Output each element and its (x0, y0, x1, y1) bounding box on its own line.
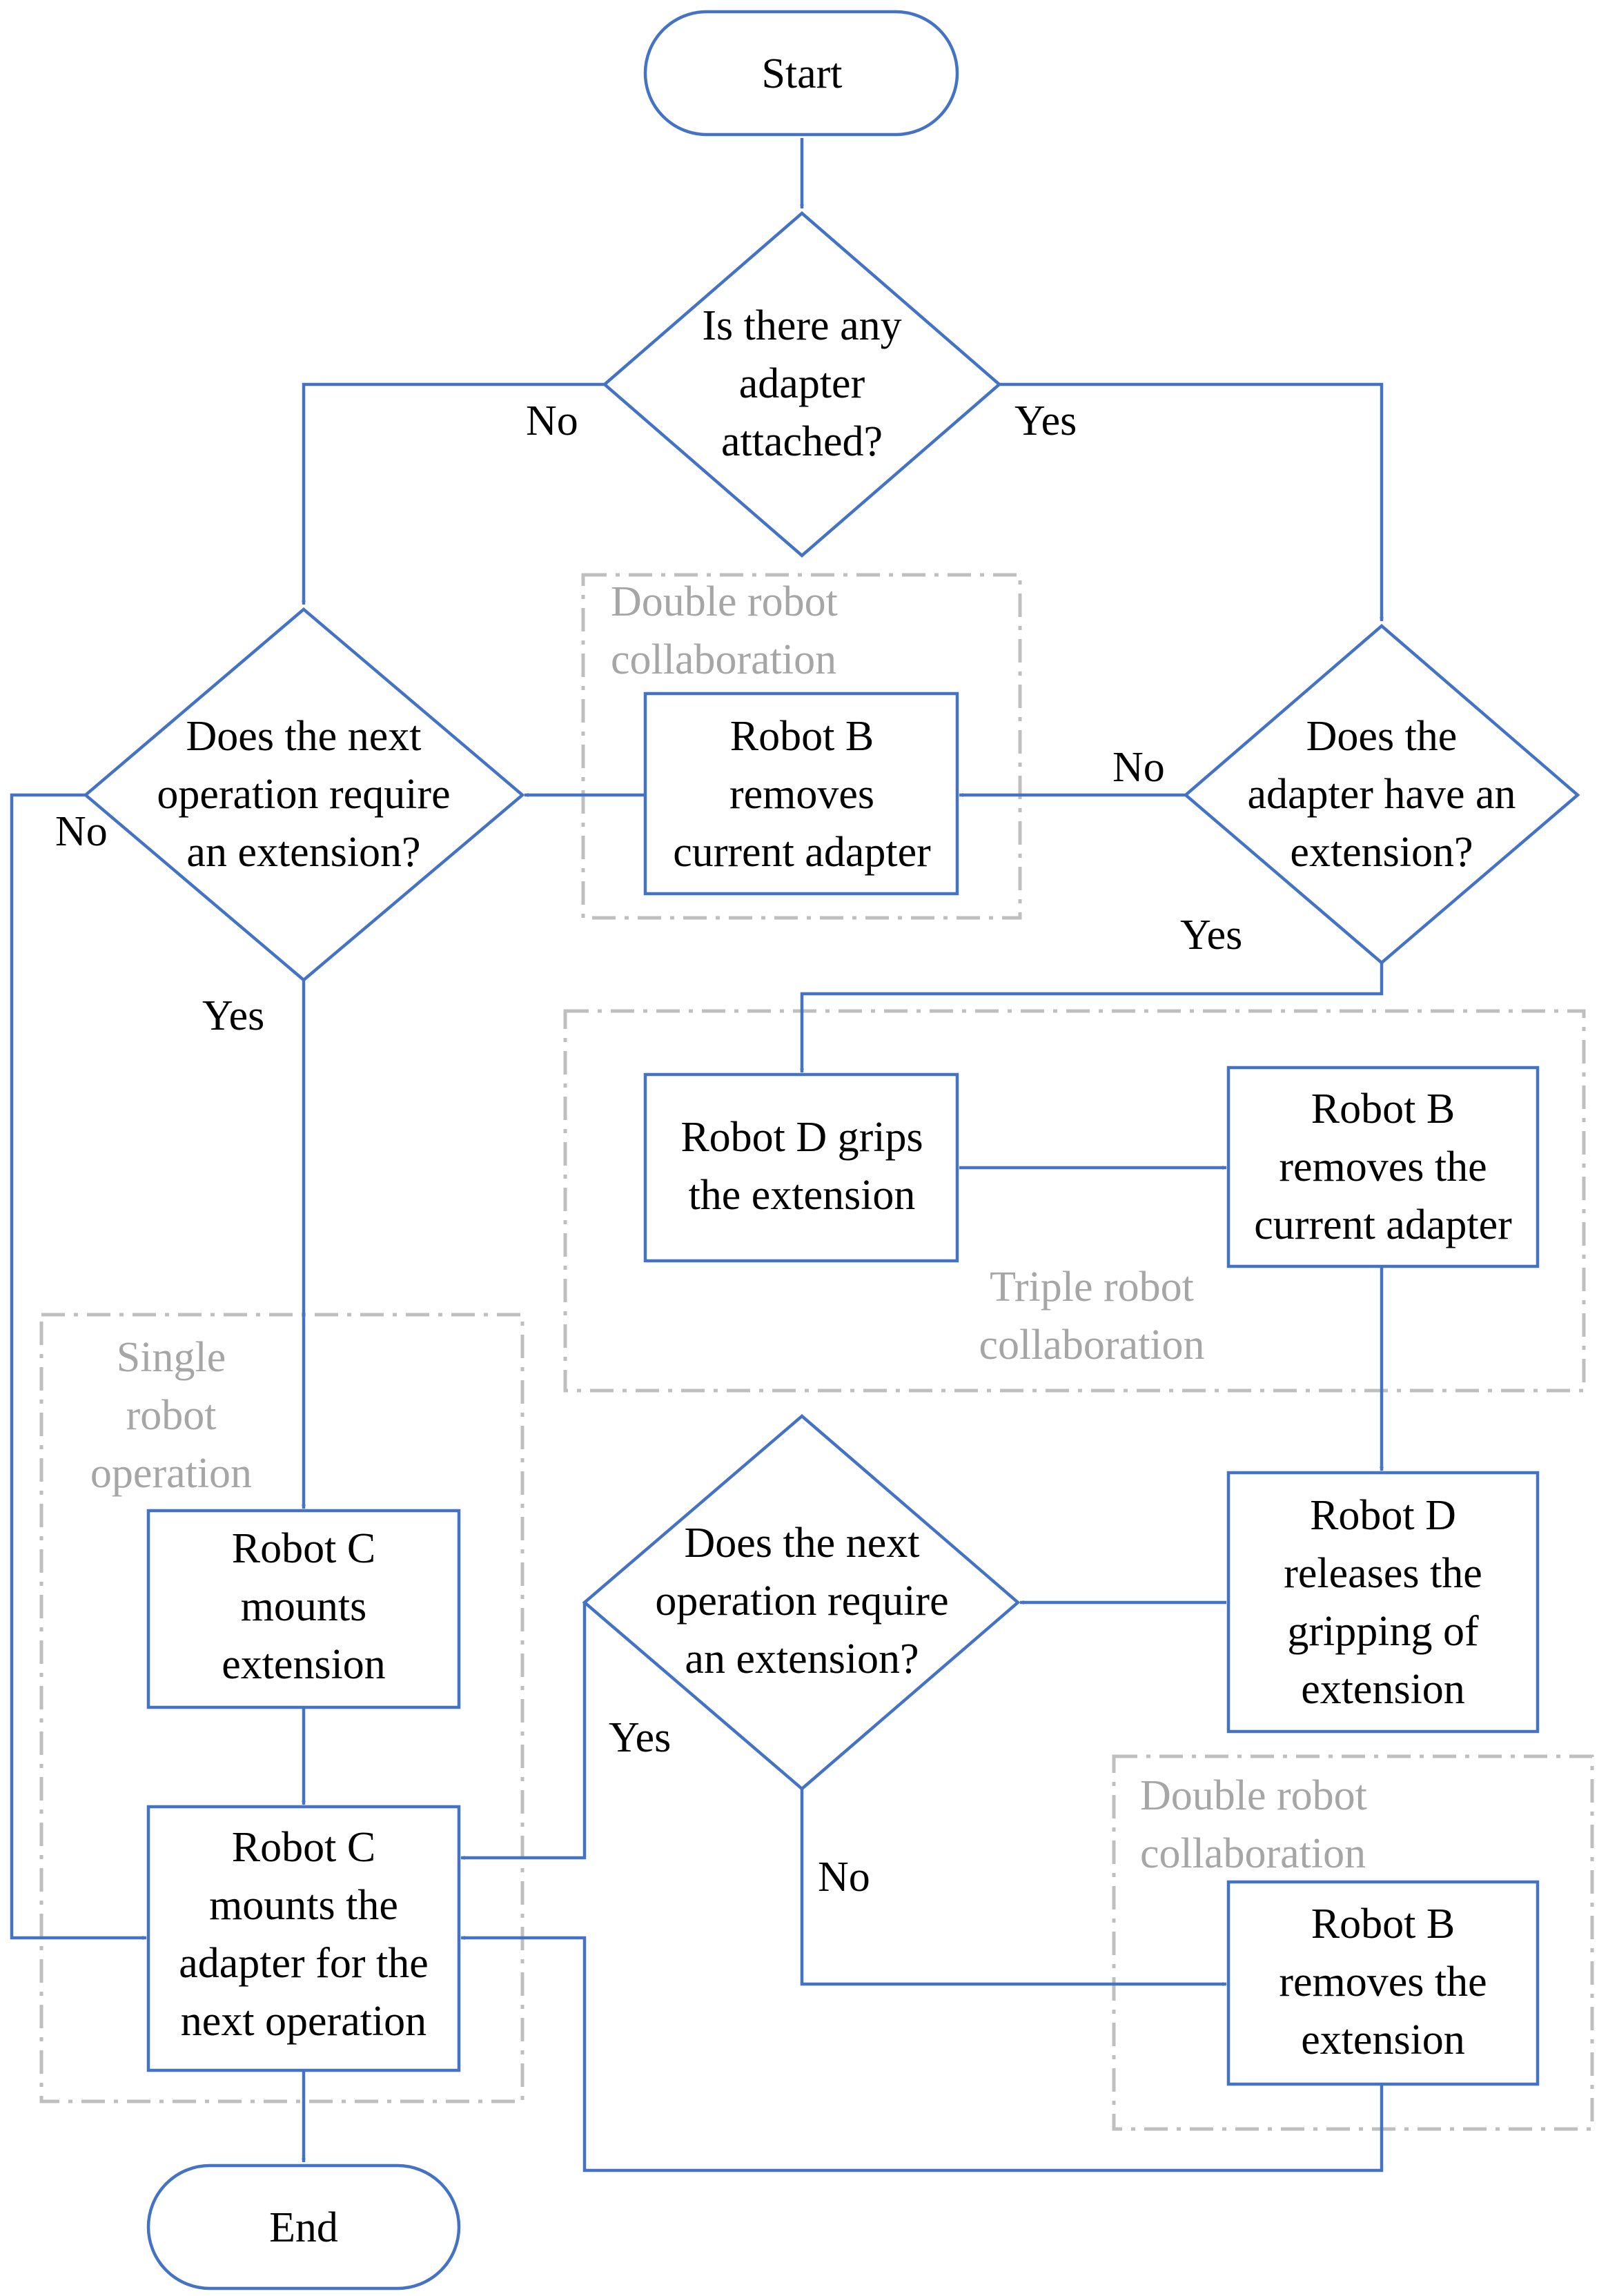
process-robot-c-mounts-adapter: Robot C mounts the adapter for the next … (146, 1805, 461, 2072)
node-label-line: releases the (1284, 1550, 1482, 1597)
node-label-line: extension (1301, 2017, 1465, 2063)
node-label-line: removes (729, 771, 874, 818)
node-label-line: mounts (241, 1583, 367, 1630)
node-label-line: an extension? (186, 829, 420, 876)
edge-label-yes: Yes (609, 1714, 671, 1761)
group-label-line: collaboration (1140, 1830, 1366, 1877)
edge-label-yes: Yes (1180, 912, 1242, 959)
edge-label-no: No (1112, 744, 1165, 791)
group-label-line: Single (117, 1334, 226, 1381)
group-label-line: Triple robot (990, 1264, 1194, 1311)
edge-robot-b-extension-to-robot-c-adapter (460, 1936, 1384, 2172)
group-label-line: robot (126, 1392, 217, 1439)
node-label-line: Robot B (730, 713, 874, 760)
edge-label-no: No (818, 1854, 870, 1901)
node-label-line: operation require (157, 771, 450, 818)
node-label-line: adapter have an (1248, 771, 1516, 818)
edge-right-decision-yes-to-robot-d-grip (800, 963, 1384, 1073)
node-label-line: next operation (181, 1998, 426, 2045)
node-label-line: gripping of (1287, 1608, 1479, 1655)
process-robot-b-removes-extension: Robot B removes the extension (1226, 1880, 1540, 2086)
edge-bottom-decision-yes-to-robot-c-adapter (460, 1602, 587, 1860)
edge-q1-no-to-left-decision (302, 382, 605, 605)
group-label-line: operation (90, 1450, 252, 1497)
process-robot-d-grips-extension: Robot D grips the extension (643, 1072, 959, 1263)
group-label-double-robot-bottom: Double robot collaboration (1140, 1772, 1367, 1877)
node-label-line: extension (222, 1641, 386, 1688)
group-label-line: collaboration (979, 1322, 1204, 1368)
group-label-double-robot-top: Double robot collaboration (611, 578, 838, 683)
node-label-line: Does the (1306, 713, 1458, 760)
end-terminal: End (146, 2163, 461, 2290)
group-label-single-robot: Single robot operation (90, 1334, 252, 1497)
process-robot-b-removes-the-current-adapter: Robot B removes the current adapter (1226, 1066, 1540, 1268)
node-label-line: Robot C (232, 1824, 375, 1871)
node-label-line: extension? (1290, 829, 1473, 876)
start-terminal: Start (643, 10, 959, 137)
group-box-double-robot-bottom (1112, 1754, 1594, 2131)
node-label-line: Start (761, 50, 842, 97)
node-label-line: Robot D (1310, 1492, 1456, 1539)
node-label-line: Robot D grips (680, 1114, 923, 1161)
connectors (10, 138, 1384, 2172)
group-label-triple-robot: Triple robot collaboration (979, 1264, 1204, 1368)
edge-label-no: No (55, 808, 108, 855)
node-label-line: removes the (1279, 1959, 1487, 2005)
edge-label-yes: Yes (202, 992, 264, 1039)
node-label-line: attached? (721, 418, 883, 465)
decision-next-operation-extension-left: Does the next operation require an exten… (83, 607, 525, 982)
group-box-triple-robot (563, 1009, 1586, 1393)
node-label-line: Robot B (1311, 1086, 1455, 1132)
group-label-line: Double robot (1140, 1772, 1367, 1819)
node-label-line: removes the (1279, 1144, 1487, 1190)
node-label-line: Does the next (685, 1520, 920, 1567)
decision-adapter-has-extension: Does the adapter have an extension? (1183, 624, 1580, 965)
node-label-line: End (269, 2204, 338, 2251)
edge-bottom-decision-no-to-robot-b-extension (800, 1789, 1227, 1986)
decision-next-operation-extension-bottom: Does the next operation require an exten… (582, 1414, 1021, 1791)
node-label-line: Robot B (1311, 1901, 1455, 1947)
node-label-line: the extension (689, 1172, 916, 1219)
node-label-line: adapter (739, 360, 865, 407)
node-label-line: current adapter (673, 829, 931, 876)
node-label-line: mounts the (209, 1882, 398, 1929)
node-label-line: operation require (655, 1578, 948, 1625)
process-robot-b-removes-current-adapter: Robot B removes current adapter (643, 691, 959, 896)
process-robot-d-releases-extension: Robot D releases the gripping of extensi… (1226, 1471, 1540, 1734)
decision-adapter-attached: Is there any adapter attached? (602, 211, 1002, 558)
edge-labels: No Yes No Yes No Yes Yes No (55, 398, 1242, 1901)
edge-label-yes: Yes (1014, 398, 1077, 444)
edge-left-decision-no-to-robot-c-adapter (10, 793, 147, 1940)
node-label-line: extension (1301, 1666, 1465, 1713)
node-label-line: Does the next (186, 713, 422, 760)
edge-q1-yes-to-right-decision (999, 382, 1384, 622)
node-label-line: adapter for the (179, 1940, 428, 1987)
edge-label-no: No (526, 398, 578, 444)
node-label-line: Is there any (702, 302, 901, 349)
node-label-line: Robot C (232, 1525, 375, 1572)
node-label-line: an extension? (685, 1636, 919, 1682)
group-box-double-robot-top (581, 573, 1022, 920)
group-label-line: Double robot (611, 578, 838, 625)
group-box-single-robot (39, 1313, 524, 2103)
group-label-line: collaboration (611, 636, 836, 683)
process-robot-c-mounts-extension: Robot C mounts extension (146, 1509, 461, 1709)
node-label-line: current adapter (1254, 1201, 1512, 1248)
